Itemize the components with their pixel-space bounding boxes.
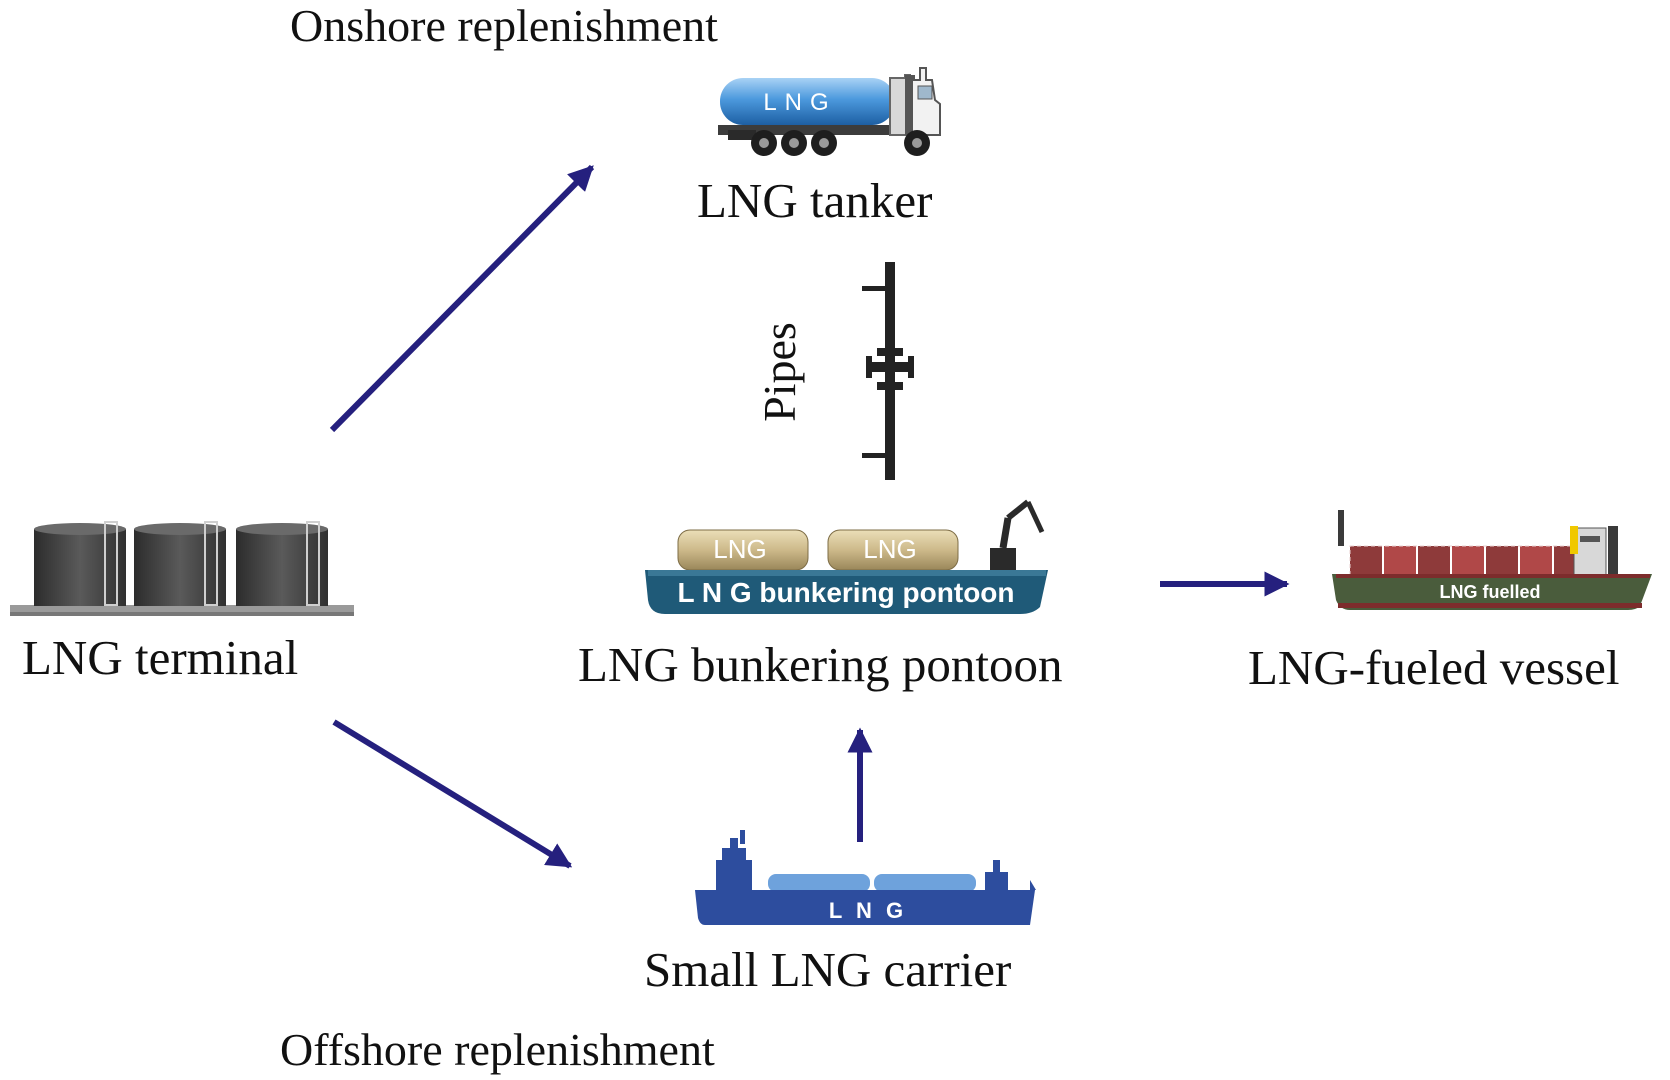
lng-tanker-label: LNG tanker [697, 173, 933, 228]
offshore-replenishment-label: Offshore replenishment [280, 1024, 715, 1075]
lng-terminal-icon [10, 521, 354, 616]
pontoon-tank-right-text: LNG [863, 534, 916, 564]
pontoon-tank-left-text: LNG [713, 534, 766, 564]
arrow-terminal-to-carrier [332, 719, 573, 869]
tanker-tank-text: LNG [763, 89, 836, 116]
vessel-containers-icon [1349, 545, 1575, 579]
pipes-icon [862, 262, 914, 480]
arrow-terminal-to-tanker [329, 164, 595, 433]
pipes-label: Pipes [754, 322, 805, 422]
lng-fueled-vessel-icon: LNG fuelled [1332, 510, 1652, 610]
lng-fueled-vessel-label: LNG-fueled vessel [1248, 640, 1620, 695]
pontoon-hull-text: L N G bunkering pontoon [678, 577, 1015, 608]
pontoon-crane-icon [990, 499, 1045, 570]
vessel-hull-text: LNG fuelled [1439, 582, 1540, 602]
onshore-replenishment-label: Onshore replenishment [290, 0, 718, 51]
lng-bunkering-pontoon-icon: LNG LNG L N G bunkering pontoon [645, 499, 1048, 614]
lng-bunkering-pontoon-label: LNG bunkering pontoon [578, 637, 1063, 692]
small-lng-carrier-label: Small LNG carrier [644, 942, 1012, 997]
lng-tanker-truck-icon: LNG [718, 67, 941, 156]
carrier-hull-text: L N G [829, 898, 907, 923]
lng-terminal-label: LNG terminal [22, 630, 299, 685]
small-lng-carrier-icon: L N G [695, 830, 1036, 925]
